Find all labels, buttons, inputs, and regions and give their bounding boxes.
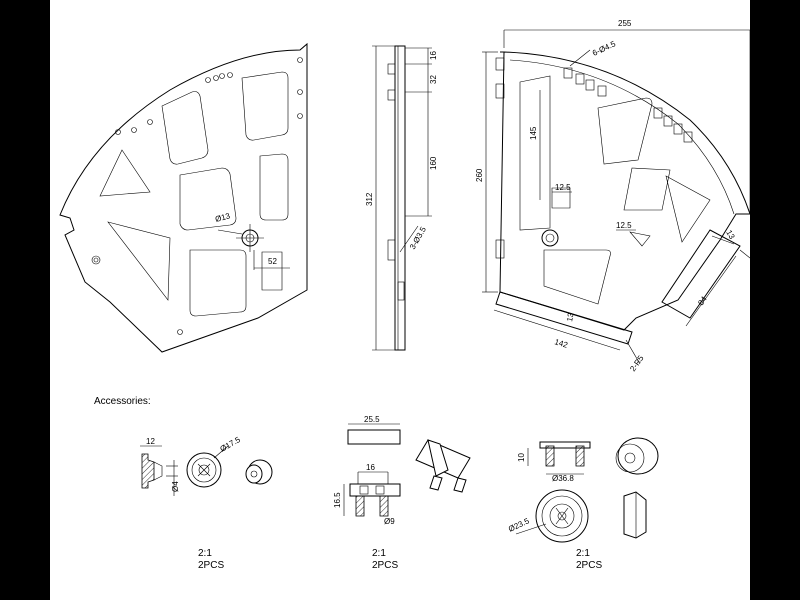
technical-drawing: Ø13 52 312 16 32 160 3-Ø3.5: [59, 19, 750, 543]
back-slot-height-label: 145: [529, 126, 538, 140]
side-view: 312 16 32 160 3-Ø3.5: [365, 45, 438, 351]
side-total-label: 312: [365, 192, 374, 206]
acc2-spacing-label: 16: [366, 463, 375, 472]
back-holes-label: 6-Ø4.5: [591, 39, 617, 58]
back-slot-tabs: [563, 67, 693, 143]
back-slot-width-label-2: 12.5: [616, 221, 632, 230]
back-corner-label: 2-R5: [628, 353, 646, 373]
back-slot-width-label-1: 12.5: [555, 183, 571, 192]
front-view: Ø13 52: [59, 42, 308, 353]
acc2-dia-label: Ø9: [384, 517, 395, 526]
acc3-dia-large-label: Ø36.8: [552, 474, 574, 483]
acc1-dia-label: Ø17.5: [219, 435, 243, 454]
accessory-1-scale: 2:1: [198, 548, 212, 559]
acc3-dia-small-label: Ø23.5: [507, 516, 531, 534]
front-plate-outline: [59, 42, 308, 353]
front-mount-holes: [91, 72, 233, 335]
back-height-label: 260: [475, 168, 484, 182]
side-gap-label: 32: [429, 75, 438, 84]
accessory-3-scale: 2:1: [576, 548, 590, 559]
back-base-length-label: 142: [553, 337, 569, 350]
back-view: 255 260 6-Ø4.5 145 12.5 12.5 13 84 142 1…: [475, 19, 750, 373]
acc2-height-label: 16.5: [333, 492, 342, 508]
back-base-strip: [495, 291, 633, 345]
acc1-width-label: 12: [146, 437, 155, 446]
side-mid-label: 160: [429, 156, 438, 170]
back-plate-outline: [499, 51, 750, 331]
front-offset-label: 52: [268, 257, 277, 266]
back-side-strip: [661, 229, 741, 319]
side-top-label: 16: [429, 51, 438, 60]
accessory-1-qty: 2PCS: [198, 560, 225, 571]
side-hole-label: 3-Ø3.5: [408, 225, 428, 251]
drawing-sheet: Ø13 52 312 16 32 160 3-Ø3.5: [50, 0, 750, 600]
back-width-label: 255: [618, 19, 632, 28]
accessory-2-scale: 2:1: [372, 548, 386, 559]
back-base-height-label: 13: [565, 311, 576, 322]
accessory-3-drawing: 10 Ø36.8 Ø23.5: [507, 437, 659, 543]
accessory-2-drawing: 25.5 16 16.5 Ø9: [333, 415, 471, 526]
accessory-3-qty: 2PCS: [576, 560, 603, 571]
acc1-shaft-label: Ø4: [171, 481, 180, 492]
acc2-width-label: 25.5: [364, 415, 380, 424]
accessory-1-drawing: 12 Ø4 Ø17.5: [140, 435, 273, 496]
acc3-height-label: 10: [517, 453, 526, 462]
front-hole-dia-label: Ø13: [214, 211, 231, 224]
accessories-heading: Accessories:: [94, 396, 151, 407]
accessory-2-qty: 2PCS: [372, 560, 399, 571]
